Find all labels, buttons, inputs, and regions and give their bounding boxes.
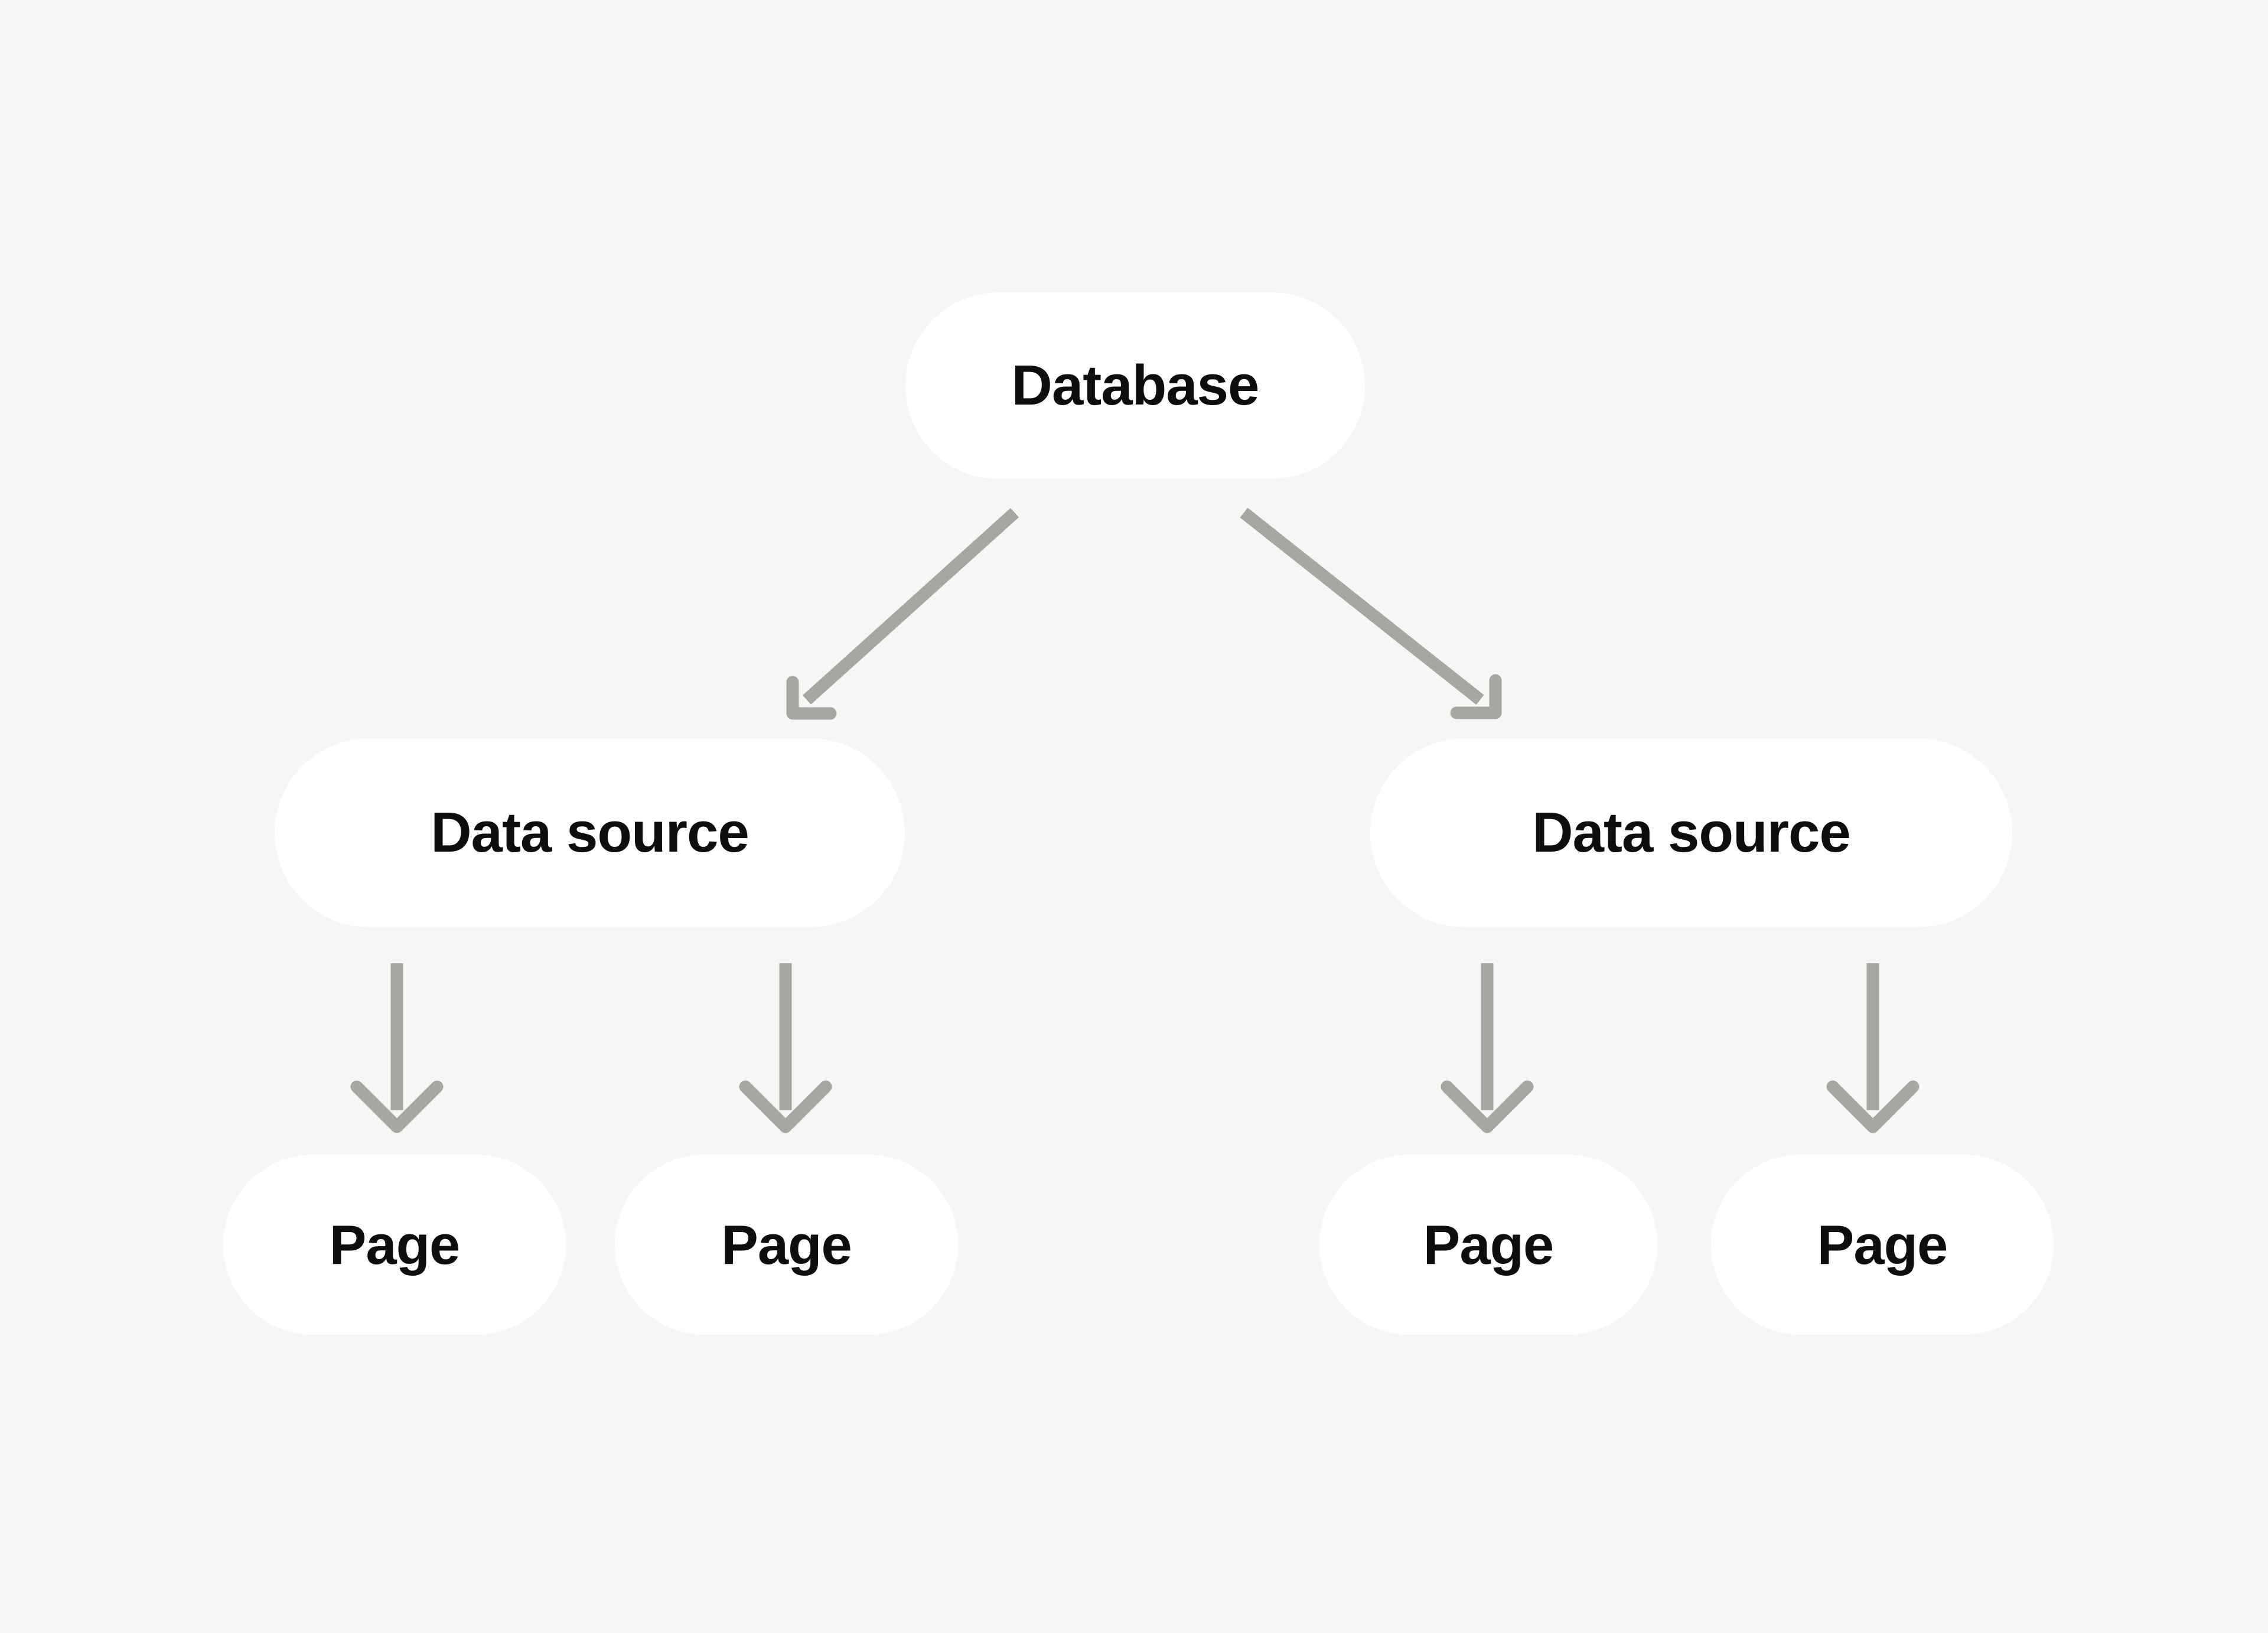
node-page-4-label: Page [1817,1213,1948,1276]
node-page-2-label: Page [721,1213,852,1276]
node-page-1[interactable]: Page [223,1155,566,1335]
edge-database-to-data-source-right [1240,507,1502,719]
node-page-2[interactable]: Page [615,1155,958,1335]
edge-data-source-left-to-page-1 [350,963,444,1133]
edge-database-to-data-source-left [786,508,1019,720]
node-data-source-right[interactable]: Data source [1370,738,2012,927]
node-data-source-left[interactable]: Data source [275,738,905,927]
node-page-3-label: Page [1423,1213,1555,1276]
node-page-4[interactable]: Page [1711,1155,2054,1335]
edge-data-source-left-to-page-2 [739,963,832,1133]
node-data-source-left-label: Data source [431,801,750,864]
node-database[interactable]: Database [905,292,1365,479]
edge-data-source-right-to-page-3 [1441,963,1534,1133]
node-database-label: Database [1011,354,1260,417]
node-data-source-right-label: Data source [1532,801,1851,864]
node-page-1-label: Page [329,1213,461,1276]
node-page-3[interactable]: Page [1319,1155,1657,1335]
edge-data-source-right-to-page-4 [1826,963,1920,1133]
